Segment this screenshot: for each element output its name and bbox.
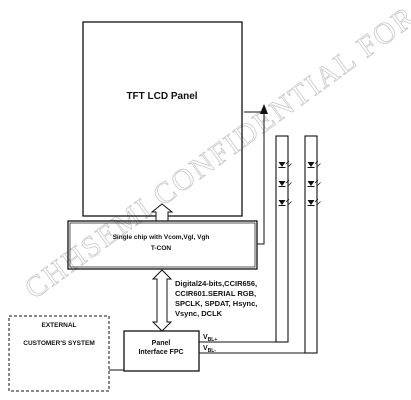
watermark: CHHSEMI CONFIDENTIAL FOR REVIEW (19, 0, 411, 306)
vbl-plus-main: V (203, 334, 208, 341)
fpc-label-line-1: Panel (152, 340, 171, 347)
led-icon (307, 198, 321, 207)
interface-signals-line-3: SPCLK, SPDAT, Hsync, (175, 299, 257, 308)
tcon-feedback-arrow (260, 104, 268, 114)
tcon-name-label: T-CON (151, 245, 172, 252)
led-string-2-leds (307, 160, 321, 207)
panel-interface-fpc-box (123, 330, 200, 372)
external-system-label: EXTERNAL (41, 322, 76, 329)
led-icon (307, 179, 321, 188)
led-string-1-leds (278, 160, 292, 207)
interface-signals-line-4: Vsync, DCLK (175, 309, 223, 318)
customer-system-label: CUSTOMER'S SYSTEM (23, 340, 95, 347)
tcon-feedback-path (244, 111, 265, 245)
interface-signals-line-1: Digital24-bits,CCIR656, (175, 279, 257, 288)
tcon-chip-inner-box (69, 222, 256, 268)
vbl-minus-label: VBL- (203, 345, 216, 354)
fpc-tcon-double-arrow (151, 269, 173, 332)
led-icon (307, 160, 321, 169)
fpc-label-line-2: Interface FPC (138, 349, 183, 356)
tft-lcd-panel-title: TFT LCD Panel (126, 91, 197, 102)
tcon-chip-box (67, 220, 258, 270)
tcon-chip-label: Single chip with Vcom,Vgl, Vgh (113, 234, 210, 241)
led-icon (278, 179, 292, 188)
vbl-minus-main: V (203, 345, 208, 352)
backlight-led-string-1 (275, 135, 289, 343)
vbl-minus-sub: BL- (208, 348, 217, 354)
interface-signals-line-2: CCIR601.SERIAL RGB, (175, 289, 256, 298)
vbl-plus-label: VBL+ (203, 334, 217, 343)
led-icon (278, 160, 292, 169)
backlight-led-string-2 (304, 135, 318, 354)
led-icon (278, 198, 292, 207)
external-system-box (8, 315, 110, 392)
tcon-to-panel-arrow (150, 203, 174, 221)
vbl-plus-sub: BL+ (208, 337, 218, 343)
